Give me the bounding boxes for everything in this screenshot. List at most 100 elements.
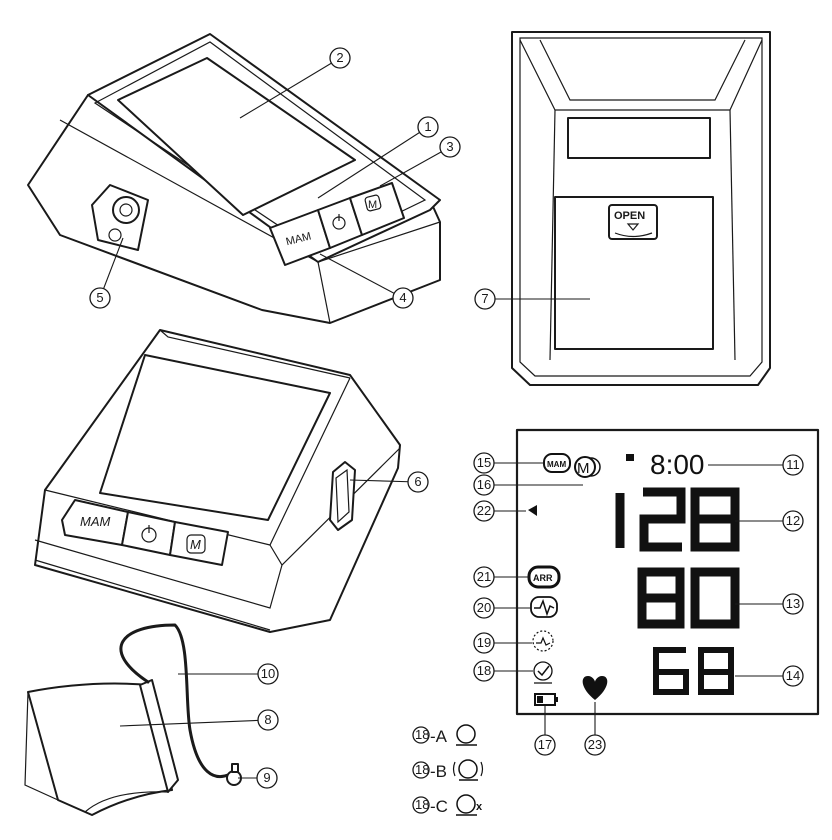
callout-7: 7 [474,288,590,310]
callout-number: 18 [477,663,491,678]
callout-circle [584,734,606,756]
callout-number: 19 [477,635,491,650]
svg-text:-A: -A [430,727,448,746]
svg-text:M: M [577,460,590,477]
callout-circle [782,454,804,476]
cuff-ok-icon [456,724,477,746]
callout-circle [329,47,351,69]
cuff-loose-icon [452,759,484,781]
mam-button[interactable]: MAM [269,209,331,266]
cuff-error-icon: x [456,794,483,816]
callout-circle [782,593,804,615]
leader-line [349,479,419,483]
legend-row-18b: 18 18-B -B [412,759,484,781]
callout-number: 23 [588,737,602,752]
cuff-wrap-icon [532,630,554,652]
callout-number: 1 [424,119,431,134]
lcd-display-panel: 8:00 MAM M 128 80 68 [515,428,820,716]
memory-button[interactable]: M [349,182,405,236]
callout-circle [257,663,279,685]
callout-circle [256,767,278,789]
svg-text:18: 18 [415,762,429,777]
callout-16: 16 [473,474,583,496]
pulse-digits [653,647,734,695]
diastolic-digits [637,567,740,629]
callout-number: 16 [477,477,491,492]
callout-14: 14 [735,665,804,687]
callout-circle [782,510,804,532]
callout-number: 8 [264,712,271,727]
cuff-check-icon [533,661,553,684]
callout-circle [473,474,495,496]
pointer-icon [528,505,537,516]
leader-line [317,126,429,199]
callout-circle [417,116,439,138]
callout-circle [439,136,461,158]
svg-text:18: 18 [415,797,429,812]
callout-12: 12 [735,510,804,532]
cuff-legend: 18 18-A -A 18 18-B -B 18 18-C -C x [412,724,484,816]
callout-circle [534,734,556,756]
callout-22: 22 [473,500,526,522]
callout-number: 3 [446,139,453,154]
callout-number: 4 [399,290,406,305]
battery-cover[interactable]: OPEN [554,196,714,350]
memory-button[interactable]: M [169,521,229,566]
callout-13: 13 [735,593,804,615]
power-icon [141,525,157,543]
callout-circle [473,566,495,588]
memory-icon: M [574,456,601,478]
callout-number: 10 [261,666,275,681]
memory-button-label: M [368,199,377,211]
callout-number: 21 [477,569,491,584]
callout-circle [407,471,429,493]
svg-text:MAM: MAM [547,460,566,469]
callout-10: 10 [178,663,279,685]
callout-circle [392,287,414,309]
monitor-back-view: OPEN [511,31,771,386]
callout-18: 18 [473,660,533,682]
callout-number: 15 [477,455,491,470]
callout-number: 11 [786,457,800,472]
callout-circle [474,288,496,310]
svg-text:x: x [476,801,483,813]
callout-23: 23 [584,702,606,756]
systolic-digits [615,487,740,552]
callout-circle [473,452,495,474]
callout-17: 17 [534,706,556,756]
callout-number: 2 [336,50,343,65]
leader-line [379,146,451,187]
callout-19: 19 [473,632,532,654]
mam-icon: MAM [543,453,571,473]
svg-text:ARR: ARR [533,573,553,583]
leader-line [319,253,404,299]
monitor-front-view: MAM M [34,329,401,633]
memory-button-label: M [190,537,201,552]
callout-number: 22 [477,503,491,518]
callout-3: 3 [379,136,461,187]
callout-number: 13 [786,596,800,611]
cuff-connector [226,763,242,786]
callout-number: 5 [96,290,103,305]
callout-number: 9 [263,770,270,785]
callout-11: 11 [708,454,804,476]
leader-line [119,719,269,727]
callout-15: 15 [473,452,544,474]
display-time: 8:00 [650,449,705,480]
callout-1: 1 [317,116,439,199]
callout-4: 4 [319,253,414,309]
callout-20: 20 [473,597,531,619]
clock-icon [626,454,634,461]
callout-circle [473,660,495,682]
battery-icon [534,693,558,706]
lcd-window [117,57,356,216]
callout-number: 12 [786,513,800,528]
callout-9: 9 [238,767,278,789]
callout-6: 6 [349,471,429,493]
svg-text:18: 18 [415,727,429,742]
svg-text:-B: -B [430,762,447,781]
legend-row-18a: 18 18-A -A [412,724,477,746]
usb-port [329,461,356,531]
